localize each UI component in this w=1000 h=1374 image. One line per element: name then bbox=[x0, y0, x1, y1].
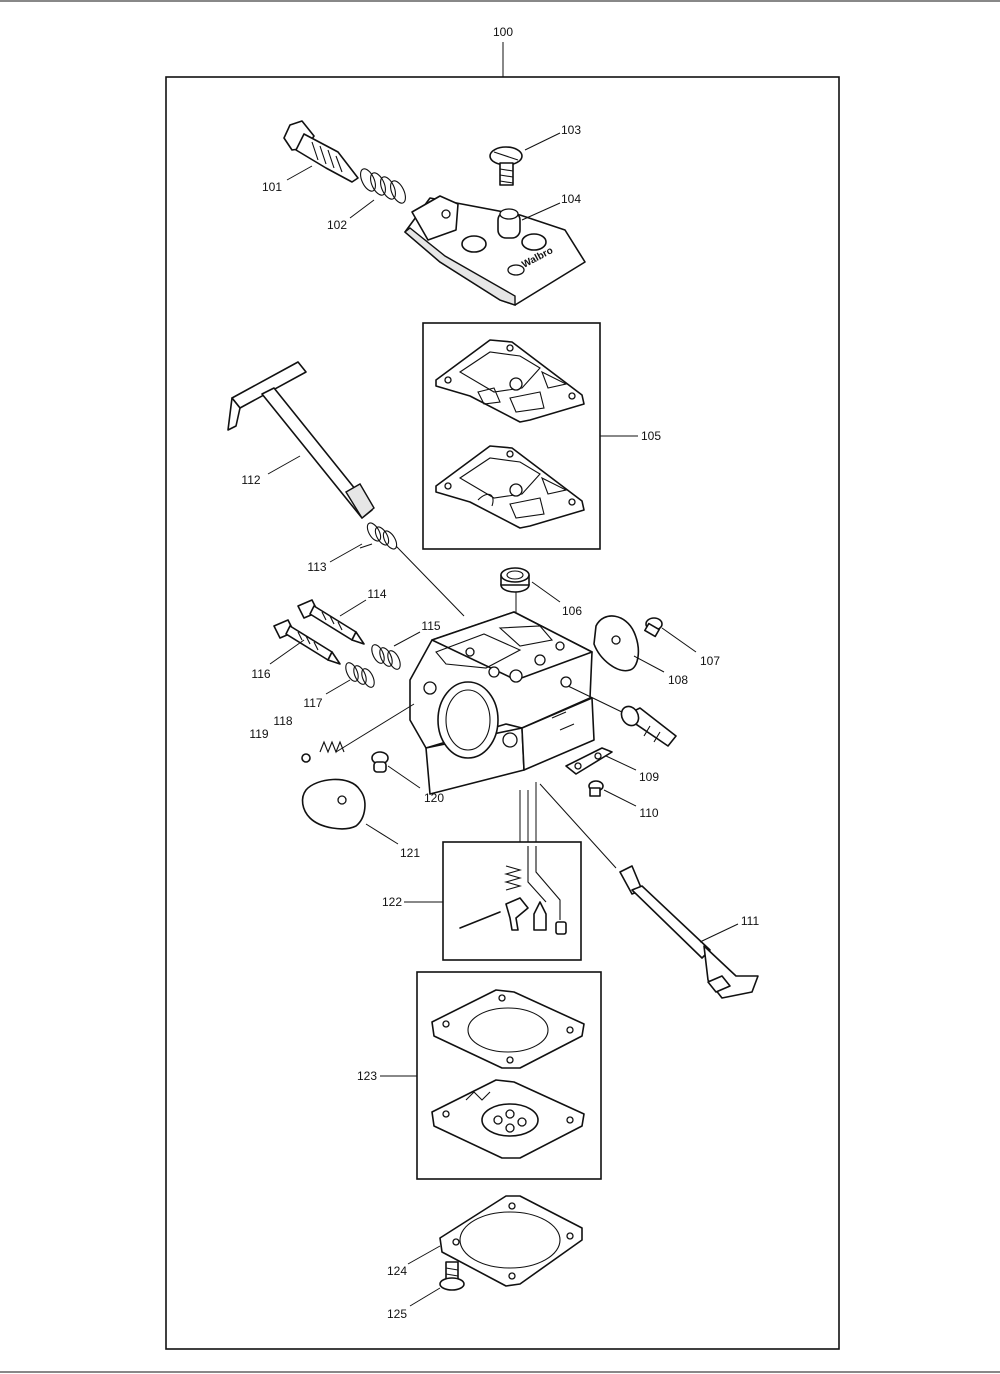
leader-106 bbox=[531, 581, 561, 603]
label-101: 101 bbox=[262, 180, 282, 194]
part-111-choke-shaft bbox=[619, 865, 759, 999]
label-100: 100 bbox=[493, 25, 513, 39]
leader-102 bbox=[349, 199, 375, 219]
label-119: 119 bbox=[249, 727, 268, 741]
part-122-metering-parts bbox=[459, 846, 567, 935]
part-122-box bbox=[442, 841, 582, 961]
part-123-gasket bbox=[431, 989, 585, 1069]
leader-121 bbox=[365, 823, 399, 845]
leader-124 bbox=[407, 1245, 441, 1265]
label-110: 110 bbox=[639, 806, 658, 820]
part-101-adjust-screw bbox=[283, 120, 359, 183]
label-109: 109 bbox=[639, 770, 659, 784]
leader-103 bbox=[524, 132, 561, 151]
leader-116 bbox=[269, 639, 305, 665]
leader-fitting bbox=[567, 685, 627, 715]
leader-110 bbox=[603, 789, 637, 807]
part-114-adjust-needle bbox=[297, 599, 365, 645]
leader-104 bbox=[521, 202, 561, 221]
part-119-check-ball bbox=[301, 753, 311, 763]
leader-107 bbox=[661, 627, 697, 653]
leader-109 bbox=[605, 755, 637, 771]
label-117: 117 bbox=[303, 696, 322, 710]
part-fuel-inlet-fitting bbox=[567, 685, 677, 747]
label-107: 107 bbox=[700, 654, 720, 668]
part-107-screw bbox=[644, 617, 663, 638]
part-108-cover-plate bbox=[593, 615, 640, 672]
label-114: 114 bbox=[367, 587, 386, 601]
leader-125 bbox=[409, 1287, 441, 1307]
part-109-bracket bbox=[565, 747, 613, 775]
part-120-screw bbox=[371, 751, 389, 773]
carburetor-body bbox=[409, 611, 595, 795]
part-103-cover-screw bbox=[489, 146, 523, 186]
leader-117 bbox=[325, 679, 351, 695]
label-106: 106 bbox=[562, 604, 582, 618]
part-113-spring bbox=[359, 522, 398, 550]
label-118: 118 bbox=[273, 714, 292, 728]
part-121-cover-plate bbox=[301, 778, 366, 830]
part-124-metering-cover bbox=[439, 1195, 583, 1287]
part-117-spring bbox=[345, 662, 375, 688]
leader-111-to-body bbox=[539, 783, 617, 869]
part-102-spring bbox=[360, 168, 406, 204]
label-111: 111 bbox=[741, 914, 760, 928]
part-104-pump-cover: Walbro bbox=[403, 195, 586, 306]
part-123-diaphragm bbox=[431, 1079, 585, 1159]
leader-113 bbox=[329, 543, 363, 563]
label-103: 103 bbox=[561, 123, 581, 137]
leader-101 bbox=[286, 165, 313, 181]
leader-111 bbox=[699, 923, 739, 943]
label-122: 122 bbox=[382, 895, 402, 909]
label-105: 105 bbox=[641, 429, 661, 443]
label-102: 102 bbox=[327, 218, 347, 232]
leader-112 bbox=[267, 455, 301, 475]
part-112-throttle-shaft bbox=[227, 361, 375, 520]
label-124: 124 bbox=[387, 1264, 407, 1278]
leader-108 bbox=[633, 655, 665, 673]
leader-118-to-body bbox=[335, 703, 415, 753]
part-115-spring bbox=[371, 644, 401, 670]
label-104: 104 bbox=[561, 192, 581, 206]
label-125: 125 bbox=[387, 1307, 407, 1321]
label-120: 120 bbox=[424, 791, 444, 805]
part-105-pump-gasket bbox=[435, 445, 585, 529]
part-110-screw bbox=[588, 780, 604, 797]
leader-113-to-body bbox=[395, 545, 465, 617]
label-108: 108 bbox=[668, 673, 688, 687]
leader-114 bbox=[339, 599, 367, 617]
part-125-screw bbox=[439, 1261, 465, 1291]
label-116: 116 bbox=[251, 667, 270, 681]
part-116-adjust-needle bbox=[273, 619, 341, 665]
part-118-spring bbox=[319, 740, 345, 754]
label-112: 112 bbox=[241, 473, 260, 487]
part-106-cap bbox=[500, 567, 530, 593]
label-121: 121 bbox=[400, 846, 420, 860]
leader-120 bbox=[387, 765, 421, 789]
leader-115 bbox=[393, 631, 421, 647]
label-113: 113 bbox=[307, 560, 326, 574]
label-115: 115 bbox=[421, 619, 440, 633]
label-123: 123 bbox=[357, 1069, 377, 1083]
part-105-pump-diaphragm bbox=[435, 339, 585, 423]
